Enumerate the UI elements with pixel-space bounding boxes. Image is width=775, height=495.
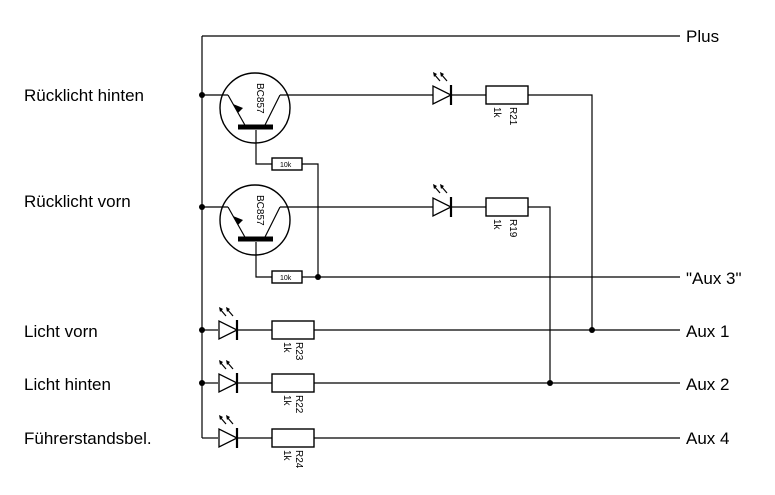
junction-dot xyxy=(199,327,205,333)
right-labels: Plus "Aux 3" Aux 1 Aux 2 Aux 4 xyxy=(686,27,742,448)
rb1-to-aux3 xyxy=(302,163,319,277)
label-licht-vorn: Licht vorn xyxy=(24,322,98,341)
base-resistor-rb2: 10k xyxy=(271,270,303,284)
left-labels: Rücklicht hinten Rücklicht vorn Licht vo… xyxy=(24,86,152,448)
t2-base-wire xyxy=(255,242,272,278)
r19-to-aux2 xyxy=(528,206,551,383)
resistor-value: 10k xyxy=(280,162,292,169)
label-aux1: Aux 1 xyxy=(686,322,729,341)
resistor-value: 1k xyxy=(491,107,502,119)
resistor-r24: R24 1k xyxy=(271,428,315,469)
led-licht-vorn xyxy=(217,305,239,342)
junction-dot xyxy=(199,204,205,210)
junction-dot xyxy=(199,92,205,98)
label-aux2: Aux 2 xyxy=(686,375,729,394)
led-fuehrerstand xyxy=(217,413,239,450)
label-aux4: Aux 4 xyxy=(686,429,729,448)
led-ruecklicht-vorn xyxy=(431,182,453,219)
label-plus: Plus xyxy=(686,27,719,46)
resistor-name: R19 xyxy=(507,219,518,238)
resistor-body xyxy=(271,428,315,448)
junctions xyxy=(199,92,595,386)
resistor-body xyxy=(271,373,315,393)
resistor-value: 1k xyxy=(281,342,292,354)
transistor-body xyxy=(219,184,291,256)
label-licht-hinten: Licht hinten xyxy=(24,375,111,394)
resistor-value: 1k xyxy=(491,219,502,231)
transistor-emitter-arrow xyxy=(233,216,243,225)
transistor-collector-lead xyxy=(263,94,281,128)
resistor-name: R22 xyxy=(293,395,304,414)
resistor-body xyxy=(485,197,529,217)
transistor-collector-lead xyxy=(263,206,281,240)
resistor-value: 1k xyxy=(281,450,292,462)
label-ruecklicht-hinten: Rücklicht hinten xyxy=(24,86,144,105)
resistor-r19: R19 1k xyxy=(485,197,529,238)
junction-dot xyxy=(199,380,205,386)
junction-dot xyxy=(589,327,595,333)
led-ruecklicht-hinten xyxy=(431,70,453,107)
t1-base-wire xyxy=(255,130,272,165)
label-fuehrerstand: Führerstandsbel. xyxy=(24,429,152,448)
resistor-r23: R23 1k xyxy=(271,320,315,361)
transistor-body xyxy=(219,72,291,144)
transistor-t1-label: BC857 xyxy=(254,83,265,114)
resistor-name: R24 xyxy=(293,450,304,469)
label-aux3: "Aux 3" xyxy=(686,269,742,288)
resistor-r22: R22 1k xyxy=(271,373,315,414)
resistor-body xyxy=(271,320,315,340)
transistor-t2: BC857 xyxy=(219,184,291,256)
resistor-name: R21 xyxy=(507,107,518,126)
transistor-emitter-arrow xyxy=(233,104,243,113)
resistor-body xyxy=(485,85,529,105)
transistor-t2-label: BC857 xyxy=(254,195,265,226)
led-licht-hinten xyxy=(217,358,239,395)
resistor-name: R23 xyxy=(293,342,304,361)
base-resistor-rb1: 10k xyxy=(271,157,303,171)
resistor-body xyxy=(271,270,303,284)
junction-dot xyxy=(547,380,553,386)
r21-to-aux1 xyxy=(528,94,593,330)
resistor-r21: R21 1k xyxy=(485,85,529,126)
resistor-value: 10k xyxy=(280,275,292,282)
label-ruecklicht-vorn: Rücklicht vorn xyxy=(24,192,131,211)
wires xyxy=(201,35,680,439)
resistor-body xyxy=(271,157,303,171)
transistor-t1: BC857 xyxy=(219,72,291,144)
junction-dot xyxy=(315,274,321,280)
resistor-value: 1k xyxy=(281,395,292,407)
